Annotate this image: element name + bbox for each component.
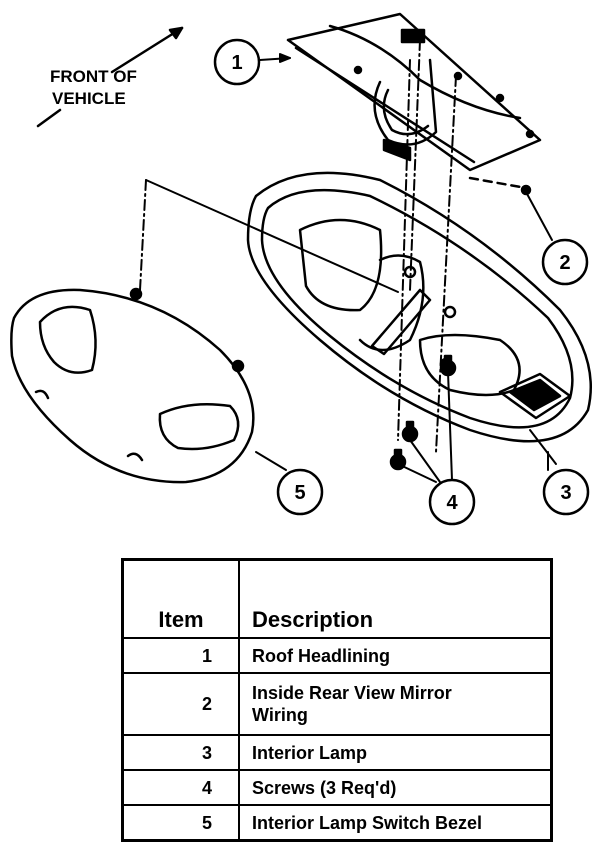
interior-lamp <box>246 171 592 443</box>
item-number: 1 <box>121 637 240 674</box>
callout-1-circle <box>213 38 261 86</box>
table-row: 4 Screws (3 Req'd) <box>121 769 553 806</box>
switch-bezel <box>10 287 255 484</box>
item-number: 3 <box>121 734 240 771</box>
leader-lines <box>255 53 557 483</box>
callout-2: 2 <box>559 252 570 274</box>
item-description: Inside Rear View Mirror Wiring <box>238 672 553 736</box>
mirror-wiring <box>468 176 532 196</box>
table-row: 5 Interior Lamp Switch Bezel <box>121 804 553 842</box>
front-label-line2: VEHICLE <box>52 89 126 108</box>
item-number: 2 <box>121 672 240 736</box>
callout-3-circle <box>542 468 590 516</box>
callout-1: 1 <box>231 52 242 74</box>
callout-4: 4 <box>446 492 458 514</box>
callout-5: 5 <box>294 482 305 504</box>
front-of-vehicle-arrow <box>36 26 184 128</box>
exploded-view-diagram: FRONT OF VEHICLE 1 2 3 4 5 <box>10 12 592 526</box>
table-row: 2 Inside Rear View Mirror Wiring <box>121 672 553 736</box>
alignment-lines <box>397 39 457 453</box>
item-description: Interior Lamp Switch Bezel <box>238 804 553 842</box>
roof-headlining <box>286 12 542 172</box>
table-row: 1 Roof Headlining <box>121 637 553 674</box>
item-description: Interior Lamp <box>238 734 553 771</box>
callout-5-circle <box>276 468 324 516</box>
item-number: 5 <box>121 804 240 842</box>
item-description-line1: Inside Rear View Mirror <box>252 683 452 703</box>
table-row: 3 Interior Lamp <box>121 734 553 771</box>
front-label-line1: FRONT OF <box>50 67 137 86</box>
item-description: Roof Headlining <box>238 637 553 674</box>
parts-table: Item Description 1 Roof Headlining 2 Ins… <box>121 558 553 842</box>
item-number: 4 <box>121 769 240 806</box>
header-item: Item <box>121 558 240 639</box>
callout-4-circle <box>428 478 476 526</box>
table-header-row: Item Description <box>121 558 553 639</box>
callout-circles <box>213 38 590 526</box>
item-description-line2: Wiring <box>252 705 308 725</box>
item-description: Screws (3 Req'd) <box>238 769 553 806</box>
callout-2-circle <box>541 238 589 286</box>
screws <box>389 354 457 471</box>
header-description: Description <box>238 558 553 639</box>
callout-3: 3 <box>560 482 571 504</box>
